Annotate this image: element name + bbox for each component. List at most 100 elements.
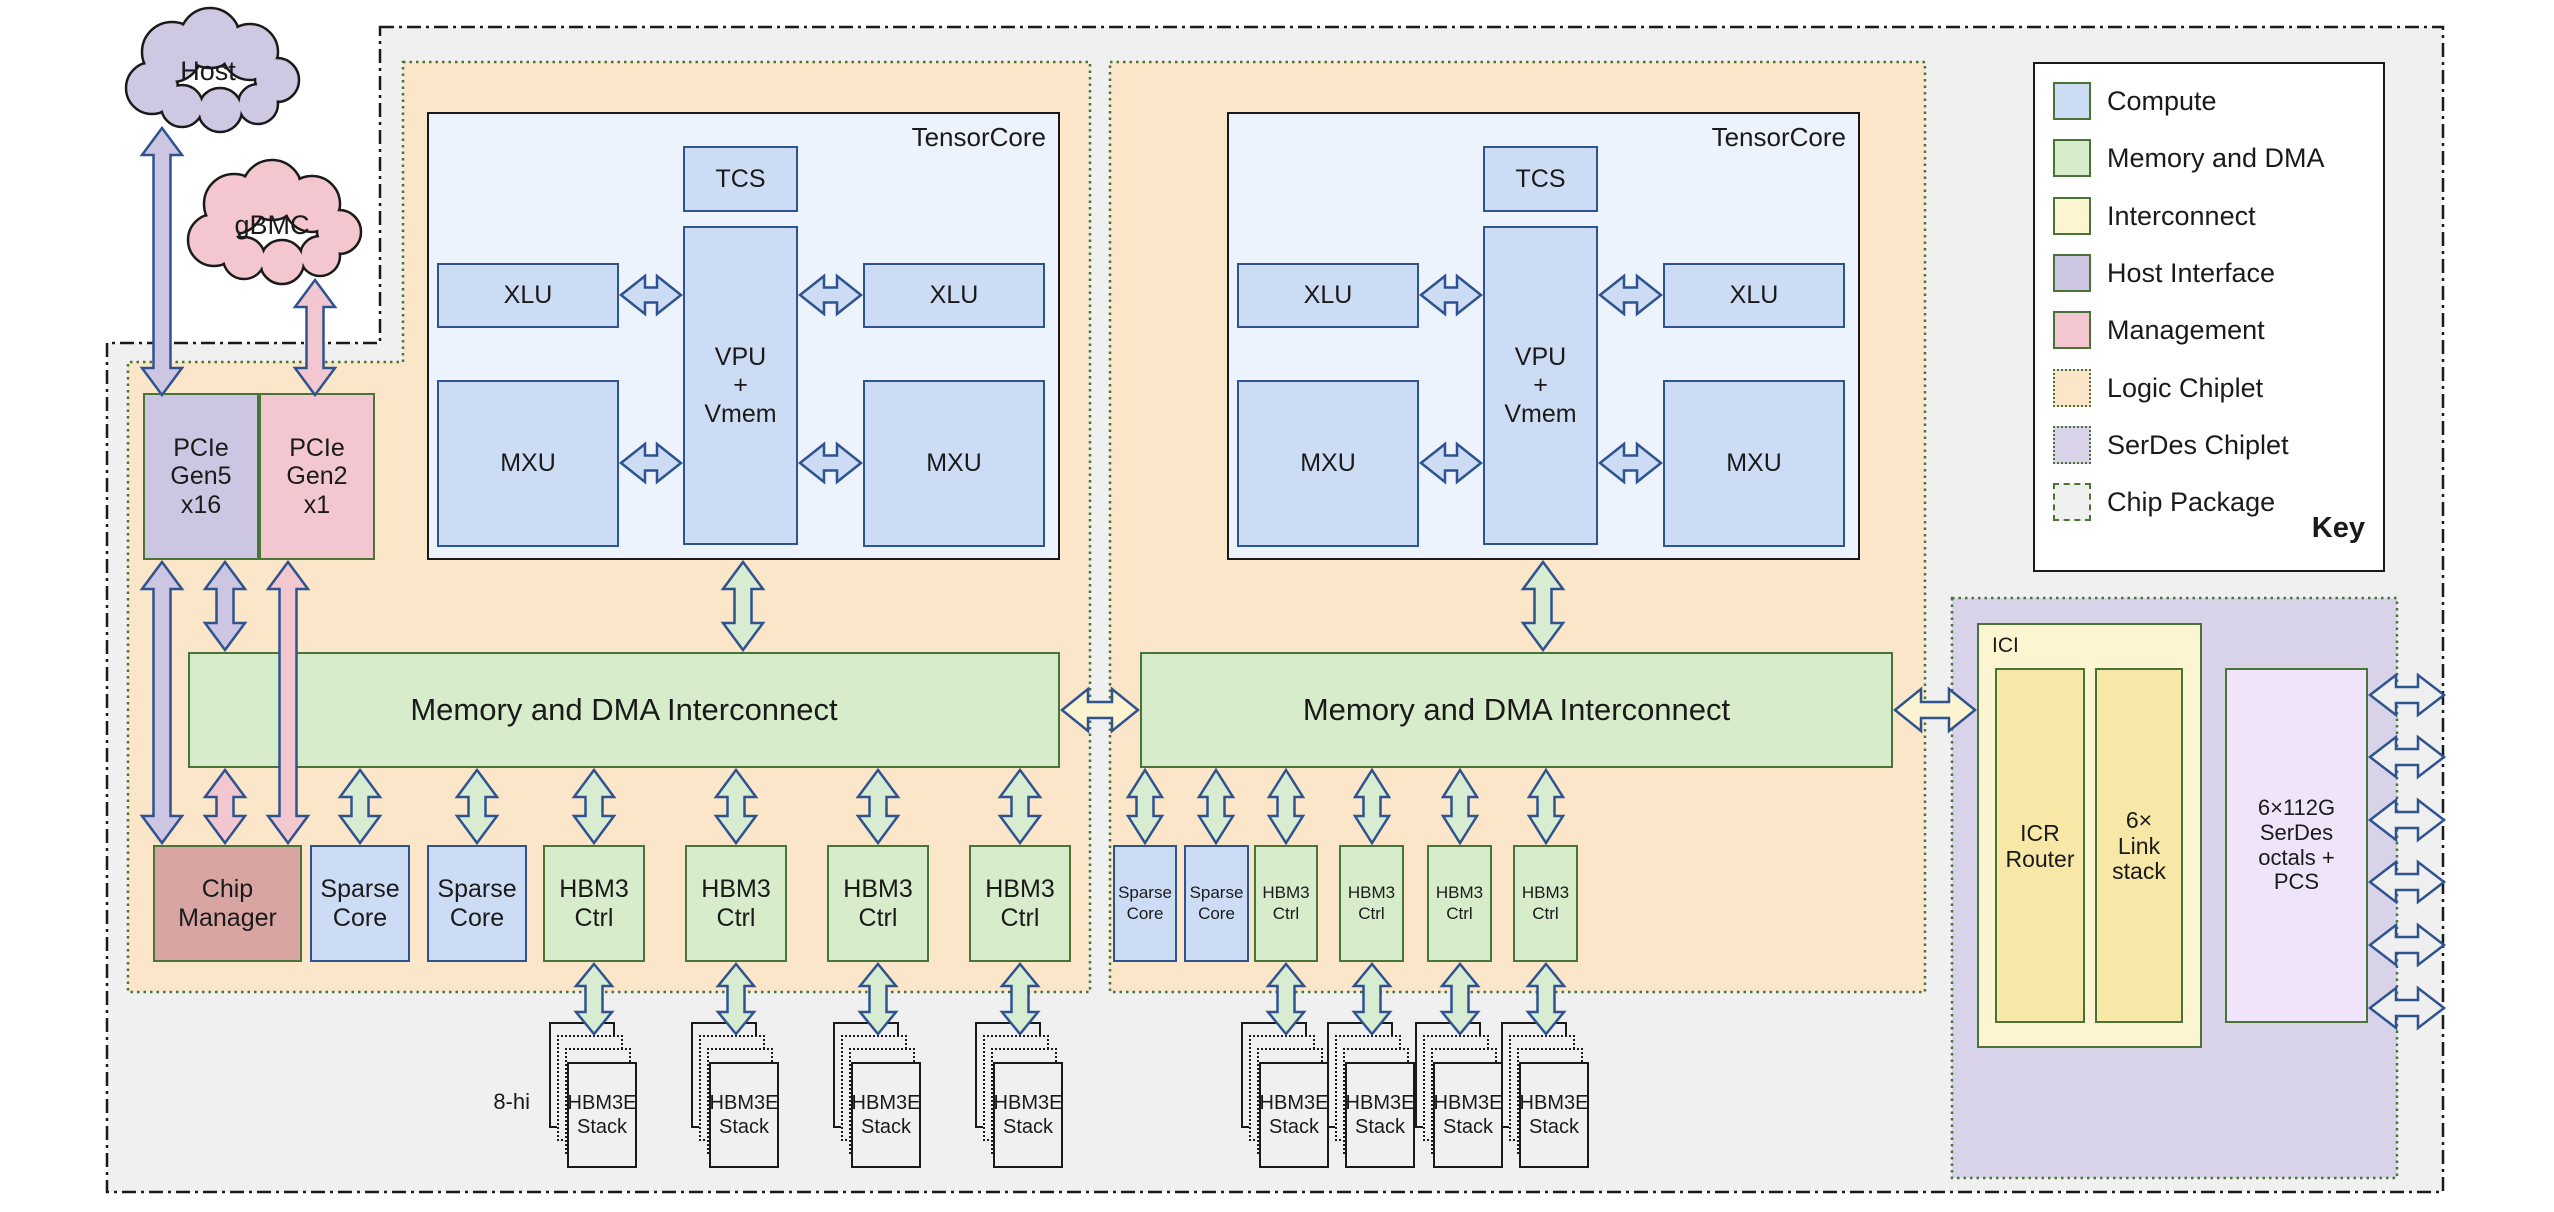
host-cloud-label: Host [180, 56, 236, 86]
tensorcore1-interconnect-arrow [720, 559, 766, 653]
compute-swatch [2053, 82, 2091, 120]
pcie-gen5-label: PCIe Gen5 x16 [170, 434, 232, 519]
hbm3-ctrl-label: HBM3 Ctrl [1521, 883, 1570, 923]
tcs-block-2: TCS [1483, 146, 1598, 212]
tcs-label: TCS [1515, 164, 1566, 193]
key-label: Management [2107, 314, 2265, 345]
hbm3e-stack: HBM3E Stack [691, 1022, 783, 1172]
sparse-core-label: Sparse Core [320, 875, 400, 932]
hbm-height-label: 8-hi [493, 1089, 530, 1114]
interconnect2-ici-arrow [1893, 686, 1977, 734]
xlu-right-block-2: XLU [1663, 263, 1845, 328]
key-row-chip-package: Chip Package [2053, 482, 2275, 522]
mxu-right-block-1: MXU [863, 380, 1045, 547]
xlu-left-block-2: XLU [1237, 263, 1419, 328]
memory-dma-interconnect-1: Memory and DMA Interconnect [188, 652, 1060, 768]
hbm3-ctrl-label: HBM3 Ctrl [843, 875, 913, 932]
key-label: Logic Chiplet [2107, 372, 2264, 403]
interconnect-core-arrow [1266, 767, 1306, 846]
host-cloud [239, 85, 277, 123]
hbm3-ctrl-block: HBM3 Ctrl [685, 845, 787, 962]
hbm3e-stack: HBM3E Stack [1501, 1022, 1593, 1172]
key-label: Host Interface [2107, 257, 2276, 288]
interconnect-chipmanager-arrow [202, 767, 248, 846]
pcie-gen5-block: PCIe Gen5 x16 [143, 393, 259, 560]
host-interface-swatch [2053, 254, 2091, 292]
hbm3e-stack: HBM3E Stack [1241, 1022, 1333, 1172]
hbm3e-stack-front: HBM3E Stack [1433, 1062, 1503, 1168]
interconnect-core-arrow [1125, 767, 1165, 846]
interconnect-label: Memory and DMA Interconnect [1302, 692, 1731, 728]
interconnect-core-arrow [1196, 767, 1236, 846]
mxu-right-block-2: MXU [1663, 380, 1845, 547]
xlu-left-block-1: XLU [437, 263, 619, 328]
host-cloud [162, 86, 202, 126]
key-row-serdes-chiplet: SerDes Chiplet [2053, 425, 2289, 465]
tensorcore-2-title: TensorCore [1711, 122, 1846, 152]
serdes-chiplet-swatch [2053, 426, 2091, 464]
hbm3-ctrl-block: HBM3 Ctrl [1513, 845, 1578, 962]
hbm3-ctrl-label: HBM3 Ctrl [1435, 883, 1484, 923]
serdes-external-arrow [2367, 797, 2447, 843]
hbm3e-stack: HBM3E Stack [1415, 1022, 1507, 1172]
ici-title: ICI [1992, 634, 2019, 657]
hbm3-ctrl-block: HBM3 Ctrl [543, 845, 645, 962]
sparse-core-block: Sparse Core [1113, 845, 1177, 962]
mxu-label: MXU [500, 449, 556, 478]
hbm3-ctrl-block: HBM3 Ctrl [1339, 845, 1404, 962]
key-row-interconnect: Interconnect [2053, 196, 2256, 236]
hbm3-ctrl-label: HBM3 Ctrl [701, 875, 771, 932]
sparse-core-block: Sparse Core [427, 845, 527, 962]
interconnect-core-arrow [1352, 767, 1392, 846]
hbm3e-stack: HBM3E Stack [975, 1022, 1067, 1172]
hbm3e-stack: HBM3E Stack [833, 1022, 925, 1172]
gbmc-cloud-label: gBMC [234, 210, 310, 240]
hbm3e-stack-front: HBM3E Stack [1259, 1062, 1329, 1168]
sparse-core-block: Sparse Core [310, 845, 410, 962]
serdes-external-arrow [2367, 859, 2447, 905]
memory-dma-swatch [2053, 139, 2091, 177]
hbm3e-stack: HBM3E Stack [549, 1022, 641, 1172]
hbm3-ctrl-block: HBM3 Ctrl [1427, 845, 1492, 962]
xlu-label: XLU [929, 281, 979, 310]
chip-manager-block: Chip Manager [153, 845, 302, 962]
tcs-block-1: TCS [683, 146, 798, 212]
key-label: Chip Package [2107, 486, 2276, 517]
memory-dma-interconnect-2: Memory and DMA Interconnect [1140, 652, 1893, 768]
mxu-label: MXU [1726, 449, 1782, 478]
interconnect-core-arrow [337, 767, 383, 846]
key-row-compute: Compute [2053, 81, 2217, 121]
xlu-label: XLU [1303, 281, 1353, 310]
key-label: SerDes Chiplet [2107, 429, 2289, 460]
xlu-label: XLU [503, 281, 553, 310]
hbm3e-stack-front: HBM3E Stack [1519, 1062, 1589, 1168]
hbm3-ctrl-block: HBM3 Ctrl [1254, 845, 1318, 962]
key-row-memory: Memory and DMA [2053, 138, 2325, 178]
interconnect-core-arrow [1526, 767, 1566, 846]
pcie-gen2-label: PCIe Gen2 x1 [286, 434, 348, 519]
mxu-label: MXU [1300, 449, 1356, 478]
sparse-core-label: Sparse Core [1189, 883, 1244, 923]
key-row-logic-chiplet: Logic Chiplet [2053, 368, 2263, 408]
key-label: Interconnect [2107, 200, 2256, 231]
icr-router-label: ICR Router [2005, 819, 2075, 872]
chip-manager-label: Chip Manager [178, 875, 277, 932]
hbm3e-stack: HBM3E Stack [1327, 1022, 1419, 1172]
vpu-vmem-block-1: VPU + Vmem [683, 226, 798, 545]
sparse-core-label: Sparse Core [437, 875, 517, 932]
hbm3-ctrl-label: HBM3 Ctrl [559, 875, 629, 932]
key-row-host-interface: Host Interface [2053, 253, 2275, 293]
hbm3-ctrl-block: HBM3 Ctrl [969, 845, 1071, 962]
interconnect-core-arrow [997, 767, 1043, 846]
interconnect-core-arrow [855, 767, 901, 846]
hbm3-ctrl-label: HBM3 Ctrl [985, 875, 1055, 932]
key-label: Memory and DMA [2107, 142, 2325, 173]
vpu-label: VPU + Vmem [704, 343, 777, 428]
sparse-core-label: Sparse Core [1118, 883, 1172, 923]
gbmc-pcie-arrow [292, 277, 338, 398]
hbm3e-stack-front: HBM3E Stack [709, 1062, 779, 1168]
key-label: Compute [2107, 85, 2217, 116]
management-swatch [2053, 311, 2091, 349]
serdes-external-arrow [2367, 734, 2447, 780]
clouds [124, 6, 363, 286]
